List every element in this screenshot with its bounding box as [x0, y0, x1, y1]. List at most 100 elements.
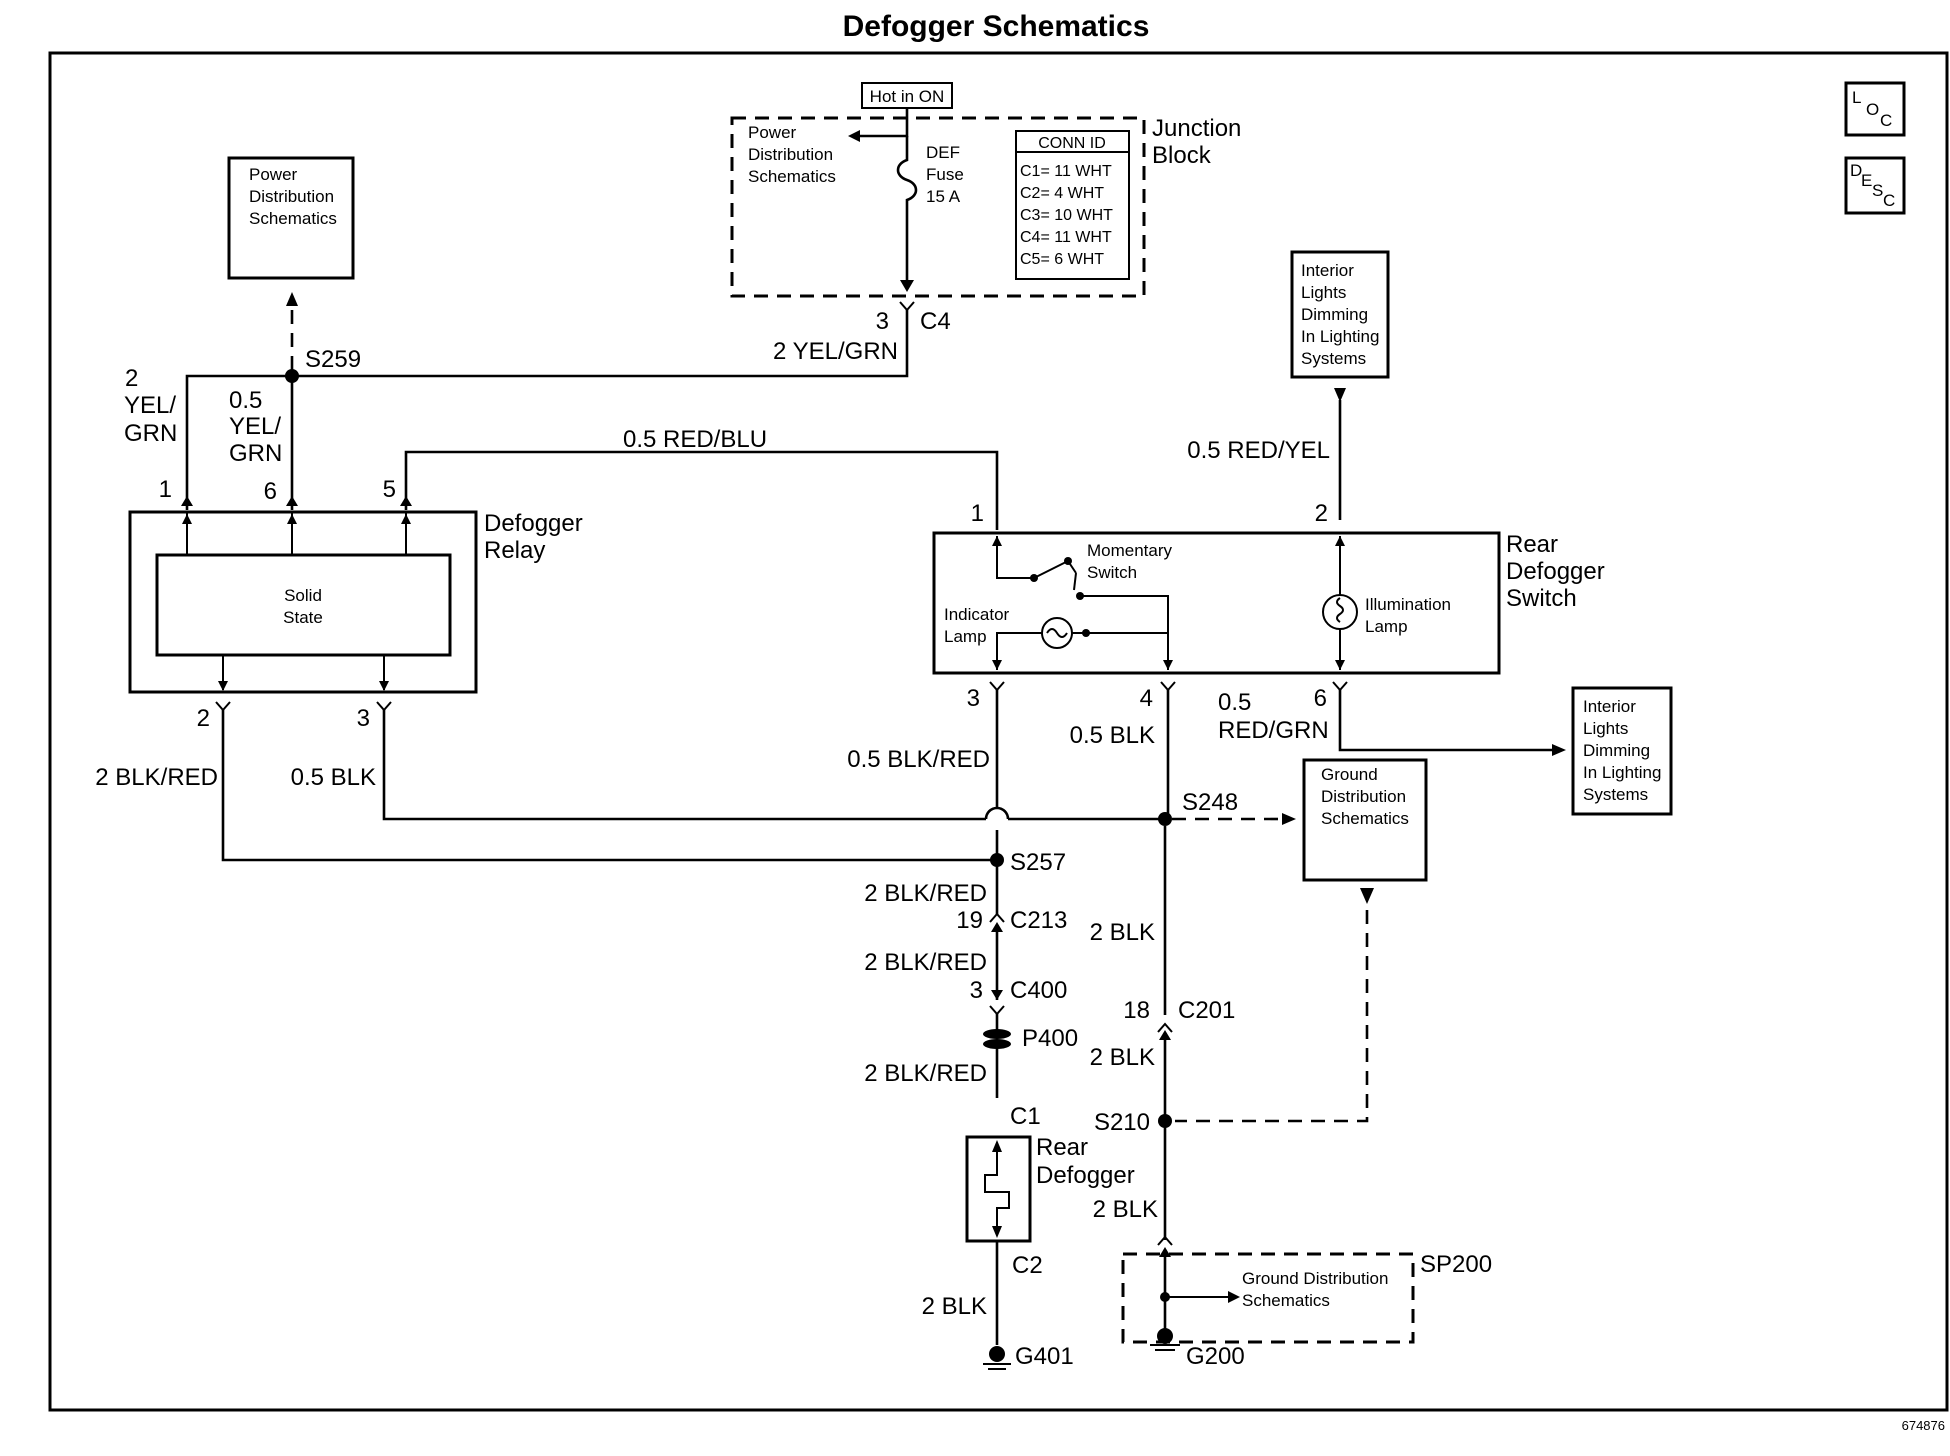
- svg-text:C2: C2: [1012, 1252, 1043, 1279]
- svg-text:Interior: Interior: [1301, 261, 1354, 280]
- svg-text:C: C: [1883, 191, 1895, 210]
- svg-text:2 BLK/RED: 2 BLK/RED: [864, 880, 987, 907]
- momentary-switch-icon: [996, 536, 1169, 670]
- svg-text:Solid: Solid: [284, 586, 322, 605]
- desc-icon[interactable]: D E S C: [1844, 156, 1906, 215]
- svg-text:Defogger: Defogger: [1506, 558, 1605, 585]
- rear-defogger-switch: Rear Defogger Switch Momentary Switch In…: [932, 531, 1605, 675]
- svg-text:Relay: Relay: [484, 537, 545, 564]
- svg-text:2 YEL/GRN: 2 YEL/GRN: [773, 338, 898, 365]
- page-title: Defogger Schematics: [843, 10, 1150, 43]
- loc-icon[interactable]: L O C: [1844, 81, 1906, 137]
- svg-text:Illumination: Illumination: [1365, 595, 1451, 614]
- svg-text:Rear: Rear: [1506, 531, 1558, 558]
- illumination-lamp-icon: [1322, 536, 1358, 670]
- svg-text:Interior: Interior: [1583, 697, 1636, 716]
- interior-lights-box-top[interactable]: Interior Lights Dimming In Lighting Syst…: [1290, 250, 1390, 379]
- figure-id: 674876: [1902, 1418, 1945, 1433]
- svg-text:E: E: [1861, 171, 1872, 190]
- svg-text:2 BLK: 2 BLK: [1090, 1044, 1155, 1071]
- svg-text:Systems: Systems: [1583, 785, 1648, 804]
- defogger-relay: Solid State Defogger Relay: [128, 510, 583, 694]
- svg-text:2 BLK/RED: 2 BLK/RED: [864, 1060, 987, 1087]
- svg-text:S: S: [1872, 181, 1883, 200]
- svg-text:C: C: [1880, 111, 1892, 130]
- svg-text:Lights: Lights: [1583, 719, 1628, 738]
- sp200-ground-block: SP200 Ground Distribution Schematics: [1121, 1251, 1492, 1344]
- svg-text:0.5 RED/YEL: 0.5 RED/YEL: [1187, 437, 1330, 464]
- svg-text:Dimming: Dimming: [1583, 741, 1650, 760]
- svg-text:Schematics: Schematics: [748, 167, 836, 186]
- svg-text:0.5 BLK: 0.5 BLK: [291, 764, 376, 791]
- svg-text:2 BLK: 2 BLK: [1090, 919, 1155, 946]
- svg-text:0.5 BLK: 0.5 BLK: [1070, 722, 1155, 749]
- svg-text:5: 5: [383, 476, 396, 503]
- svg-text:Schematics: Schematics: [1242, 1291, 1330, 1310]
- svg-text:3: 3: [967, 685, 980, 712]
- svg-text:C1: C1: [1010, 1103, 1041, 1130]
- rear-defogger-grid: Rear Defogger: [965, 1134, 1135, 1243]
- svg-text:RED/GRN: RED/GRN: [1218, 717, 1329, 744]
- svg-text:Lamp: Lamp: [944, 627, 987, 646]
- s210-splice: [1158, 1114, 1172, 1128]
- p400-connector-icon: [983, 1029, 1011, 1049]
- svg-text:3: 3: [876, 308, 889, 335]
- svg-text:Schematics: Schematics: [1321, 809, 1409, 828]
- svg-text:State: State: [283, 608, 323, 627]
- svg-text:YEL/: YEL/: [124, 392, 176, 419]
- svg-text:L: L: [1852, 88, 1861, 107]
- svg-text:2 BLK: 2 BLK: [922, 1293, 987, 1320]
- svg-text:Indicator: Indicator: [944, 605, 1010, 624]
- svg-text:C400: C400: [1010, 977, 1067, 1004]
- svg-text:Power: Power: [249, 165, 298, 184]
- svg-text:0.5: 0.5: [1218, 689, 1251, 716]
- svg-text:In Lighting: In Lighting: [1301, 327, 1379, 346]
- svg-text:C201: C201: [1178, 997, 1235, 1024]
- svg-text:6: 6: [264, 478, 277, 505]
- svg-text:Distribution: Distribution: [249, 187, 334, 206]
- svg-text:Junction: Junction: [1152, 115, 1241, 142]
- svg-text:1: 1: [971, 500, 984, 527]
- svg-text:0.5: 0.5: [229, 387, 262, 414]
- svg-text:Defogger: Defogger: [1036, 1162, 1135, 1189]
- svg-text:0.5 RED/BLU: 0.5 RED/BLU: [623, 426, 767, 453]
- s248-splice: [1158, 812, 1172, 826]
- svg-text:Lights: Lights: [1301, 283, 1346, 302]
- svg-text:0.5 BLK/RED: 0.5 BLK/RED: [847, 746, 990, 773]
- svg-text:Switch: Switch: [1506, 585, 1577, 612]
- svg-text:YEL/: YEL/: [229, 413, 281, 440]
- svg-text:O: O: [1866, 100, 1879, 119]
- ground-distribution-box[interactable]: Ground Distribution Schematics: [1302, 758, 1428, 882]
- svg-text:Schematics: Schematics: [249, 209, 337, 228]
- svg-text:GRN: GRN: [229, 440, 282, 467]
- hot-in-on-label: Hot in ON: [861, 82, 953, 109]
- svg-text:19: 19: [956, 907, 983, 934]
- fuse-icon: [896, 136, 918, 280]
- svg-text:Systems: Systems: [1301, 349, 1366, 368]
- svg-text:CONN ID: CONN ID: [1038, 135, 1106, 152]
- svg-text:2 BLK/RED: 2 BLK/RED: [864, 949, 987, 976]
- conn-id-table: CONN ID C1= 11 WHT C2= 4 WHT C3= 10 WHT …: [1015, 130, 1130, 280]
- interior-lights-box-right[interactable]: Interior Lights Dimming In Lighting Syst…: [1571, 686, 1673, 816]
- svg-text:S259: S259: [305, 346, 361, 373]
- svg-text:G200: G200: [1186, 1343, 1245, 1370]
- svg-text:Hot in ON: Hot in ON: [870, 87, 945, 106]
- svg-text:C2= 4 WHT: C2= 4 WHT: [1020, 185, 1104, 202]
- svg-text:2 BLK: 2 BLK: [1093, 1196, 1158, 1223]
- c4-connector-icon: [900, 280, 914, 292]
- svg-text:S257: S257: [1010, 849, 1066, 876]
- g401-ground-icon: [983, 1346, 1011, 1370]
- svg-text:Lamp: Lamp: [1365, 617, 1408, 636]
- svg-text:C213: C213: [1010, 907, 1067, 934]
- svg-text:2: 2: [125, 365, 138, 392]
- svg-text:6: 6: [1314, 685, 1327, 712]
- svg-text:GRN: GRN: [124, 420, 177, 447]
- svg-text:C5= 6 WHT: C5= 6 WHT: [1020, 251, 1104, 268]
- svg-text:Distribution: Distribution: [748, 145, 833, 164]
- svg-text:S210: S210: [1094, 1109, 1150, 1136]
- power-distribution-box[interactable]: Power Distribution Schematics: [227, 156, 355, 280]
- g200-ground-icon: [1150, 1328, 1180, 1351]
- svg-text:G401: G401: [1015, 1343, 1074, 1370]
- svg-text:Power: Power: [748, 123, 797, 142]
